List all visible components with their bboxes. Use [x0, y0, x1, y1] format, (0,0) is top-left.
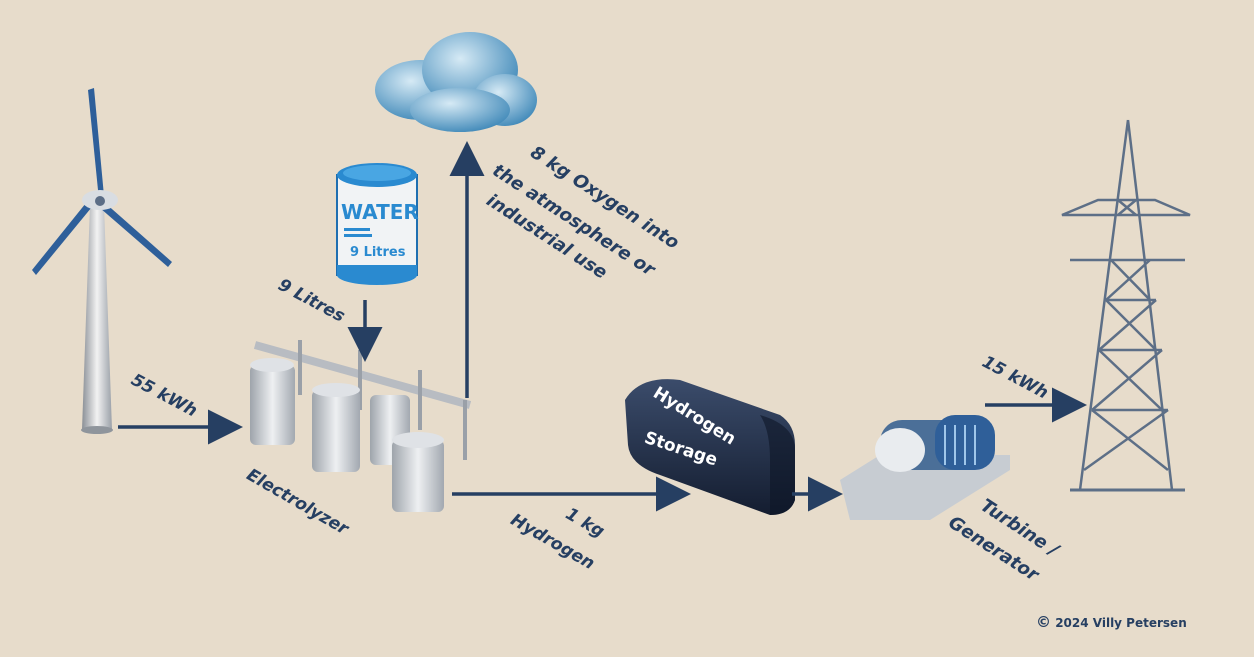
- flow-arrows: [118, 141, 1087, 512]
- water-tank-title: WATER: [341, 200, 419, 224]
- hydrogen-storage-icon: [625, 379, 795, 515]
- water-tank-icon: [336, 163, 418, 285]
- electrolyzer-icon: [250, 340, 472, 512]
- copyright-text: 2024 Villy Petersen: [1055, 616, 1187, 630]
- copyright-icon: ©: [1036, 613, 1051, 631]
- power-pylon-icon: [1061, 119, 1191, 492]
- wind-turbine-icon: [32, 88, 172, 434]
- turbine-generator-icon: [840, 415, 1010, 520]
- copyright: © 2024 Villy Petersen: [1036, 613, 1187, 631]
- cloud-icon: [375, 32, 537, 132]
- water-tank-volume: 9 Litres: [350, 245, 406, 260]
